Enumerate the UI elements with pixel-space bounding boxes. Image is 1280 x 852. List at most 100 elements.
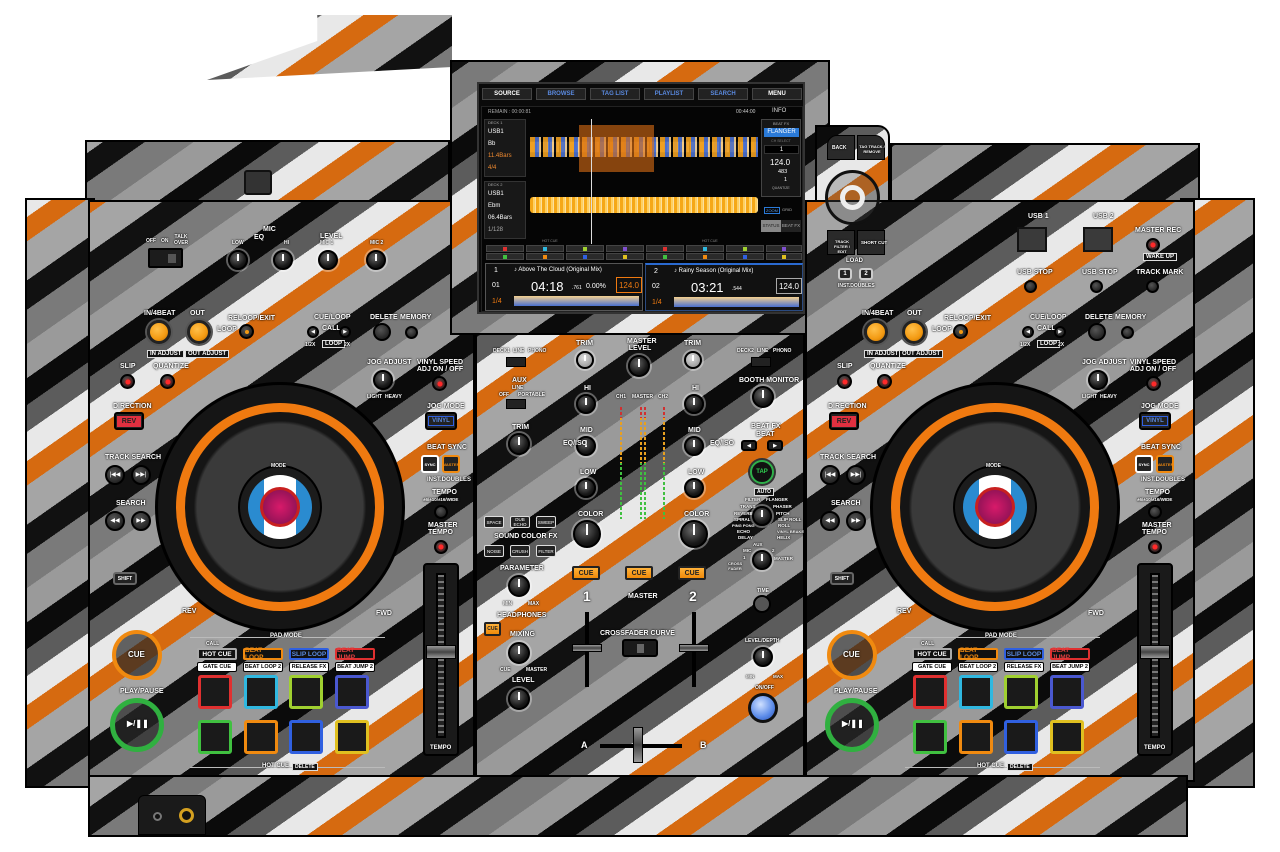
ch2-hi-knob[interactable] xyxy=(684,394,704,414)
sfx-crush-button[interactable]: CRUSH xyxy=(510,545,530,557)
mic-mode-switch[interactable] xyxy=(148,248,183,268)
performance-pad-7[interactable] xyxy=(289,720,323,754)
r-call-next-button[interactable]: ▶ xyxy=(1054,326,1066,338)
master-rec-button[interactable] xyxy=(1146,238,1160,252)
r-tempo-range-button[interactable] xyxy=(1148,505,1162,519)
ch1-input-switch[interactable] xyxy=(506,357,526,367)
hot-cue-mode-button[interactable]: HOT CUE xyxy=(197,648,237,660)
ch2-color-knob[interactable] xyxy=(680,520,708,548)
ch1-channel-fader-handle[interactable] xyxy=(572,644,602,652)
rotary-selector[interactable] xyxy=(825,170,880,225)
headphones-cue-button[interactable]: CUE xyxy=(484,622,501,636)
flanger-button[interactable]: FLANGER xyxy=(764,128,799,137)
r-jog-adjust-knob[interactable] xyxy=(1088,370,1108,390)
r-performance-pad-5[interactable] xyxy=(913,720,947,754)
mic-eq-hi-knob[interactable] xyxy=(273,250,293,270)
usb1-port[interactable] xyxy=(1017,227,1047,252)
r-slip-button[interactable] xyxy=(837,374,852,389)
r-jog-mode-vinyl-button[interactable]: VINYL xyxy=(1139,412,1171,430)
performance-pad-4[interactable] xyxy=(335,675,369,709)
mic-eq-low-knob[interactable] xyxy=(228,250,248,270)
usb2-port[interactable] xyxy=(1083,227,1113,252)
track-filter-button[interactable]: TRACK FILTER / EDIT xyxy=(827,230,855,255)
tempo-fader-left-handle[interactable] xyxy=(426,645,456,659)
master-cue-button[interactable]: CUE xyxy=(625,566,653,580)
slip-loop-mode-button[interactable]: SLIP LOOP xyxy=(289,648,329,660)
touch-display[interactable]: SOURCE BROWSE TAG LIST PLAYLIST SEARCH M… xyxy=(477,82,805,314)
r-performance-pad-1[interactable] xyxy=(913,675,947,709)
player1-overview-waveform[interactable] xyxy=(514,296,639,306)
hotcue-b2[interactable] xyxy=(686,245,724,252)
jog-adjust-knob[interactable] xyxy=(373,370,393,390)
quantize-button[interactable] xyxy=(160,374,175,389)
tap-button[interactable]: TAP xyxy=(750,460,774,484)
hotcue-e1[interactable] xyxy=(486,253,524,260)
delete-button[interactable] xyxy=(373,323,391,341)
r-play-pause-button[interactable]: ▶/❚❚ xyxy=(825,698,879,752)
load-deck2-button[interactable]: 2 xyxy=(859,268,873,280)
track-search-next-button[interactable]: ▶▶| xyxy=(131,465,151,485)
usb1-stop-button[interactable] xyxy=(1024,280,1037,293)
mic2-level-knob[interactable] xyxy=(366,250,386,270)
crossfader-handle[interactable] xyxy=(633,727,643,763)
direction-rev-button[interactable]: REV xyxy=(114,412,144,430)
hotcue-d2[interactable] xyxy=(766,245,802,252)
ch2-low-knob[interactable] xyxy=(684,478,704,498)
jog-wheel-left[interactable] xyxy=(155,382,405,632)
power-switch[interactable] xyxy=(244,170,272,195)
call-next-button[interactable]: ▶ xyxy=(339,326,351,338)
player2-overview-waveform[interactable] xyxy=(674,297,799,307)
r-quantize-button[interactable] xyxy=(877,374,892,389)
ch1-color-knob[interactable] xyxy=(573,520,601,548)
master-level-knob[interactable] xyxy=(628,355,650,377)
r-vinyl-speed-adj-button[interactable] xyxy=(1146,376,1161,391)
beat-down-button[interactable]: ◀ xyxy=(741,440,757,451)
r-performance-pad-3[interactable] xyxy=(1004,675,1038,709)
booth-monitor-knob[interactable] xyxy=(752,386,774,408)
tempo-range-button[interactable] xyxy=(434,505,448,519)
r-beat-loop-mode-button[interactable]: BEAT LOOP xyxy=(958,647,998,661)
reloop-exit-button[interactable] xyxy=(239,324,254,339)
grid-button[interactable]: GRID xyxy=(782,207,792,212)
shift-button[interactable]: SHIFT xyxy=(113,572,137,585)
hotcue-a1[interactable] xyxy=(486,245,524,252)
r-performance-pad-2[interactable] xyxy=(959,675,993,709)
r-direction-rev-button[interactable]: REV xyxy=(829,412,859,430)
loop-in-button[interactable] xyxy=(147,320,171,344)
hotcue-f2[interactable] xyxy=(686,253,724,260)
hotcue-h1[interactable] xyxy=(606,253,644,260)
mini-jack-icon[interactable] xyxy=(153,812,162,821)
loop-out-button[interactable] xyxy=(187,320,211,344)
fx-on-off-button[interactable] xyxy=(748,693,778,723)
r-master-tempo-button[interactable] xyxy=(1148,540,1162,554)
ch2-input-switch[interactable] xyxy=(751,357,771,367)
slip-button[interactable] xyxy=(120,374,135,389)
ch2-channel-fader-handle[interactable] xyxy=(679,644,709,652)
r-cue-button[interactable]: CUE xyxy=(827,630,877,680)
performance-pad-1[interactable] xyxy=(198,675,232,709)
play-pause-button[interactable]: ▶/❚❚ xyxy=(110,698,164,752)
level-depth-knob[interactable] xyxy=(753,647,773,667)
zoom-button[interactable]: ZOOM xyxy=(764,207,780,214)
r-track-search-next-button[interactable]: ▶▶| xyxy=(846,465,866,485)
ch1-cue-button[interactable]: CUE xyxy=(572,566,600,580)
time-knob[interactable] xyxy=(753,595,771,613)
search-fwd-button[interactable]: ▶▶ xyxy=(131,511,151,531)
hotcue-g1[interactable] xyxy=(566,253,604,260)
hotcue-a2[interactable] xyxy=(646,245,684,252)
beatfx-tab[interactable]: BEAT FX xyxy=(781,220,801,232)
hotcue-d1[interactable] xyxy=(606,245,644,252)
sfx-filter-button[interactable]: FILTER xyxy=(536,545,556,557)
r-loop-in-button[interactable] xyxy=(864,320,888,344)
sfx-space-button[interactable]: SPACE xyxy=(484,516,504,528)
tab-search[interactable]: SEARCH xyxy=(698,88,748,100)
track-search-prev-button[interactable]: |◀◀ xyxy=(105,465,125,485)
track-mark-button[interactable] xyxy=(1146,280,1159,293)
call-prev-button[interactable]: ◀ xyxy=(307,326,319,338)
r-performance-pad-8[interactable] xyxy=(1050,720,1084,754)
performance-pad-2[interactable] xyxy=(244,675,278,709)
r-beat-jump-mode-button[interactable]: BEAT JUMP xyxy=(1050,647,1090,661)
performance-pad-5[interactable] xyxy=(198,720,232,754)
short-cut-button[interactable]: SHORT CUT xyxy=(857,230,887,255)
ch2-cue-button[interactable]: CUE xyxy=(678,566,706,580)
